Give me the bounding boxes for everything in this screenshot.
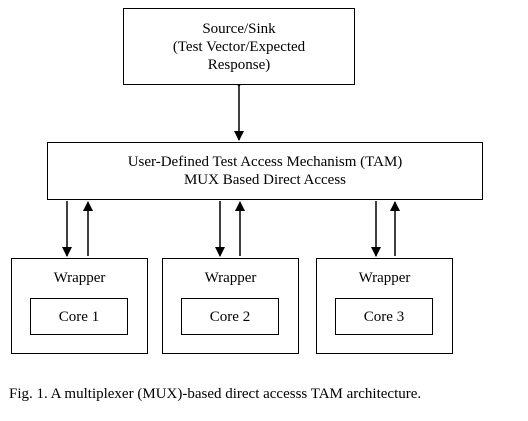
core-box-2: Core 2 [181, 298, 279, 335]
source-sink-box: Source/Sink (Test Vector/Expected Respon… [123, 8, 355, 85]
wrapper-box-1: Wrapper Core 1 [11, 258, 148, 354]
tam-line-1: User-Defined Test Access Mechanism (TAM) [127, 154, 403, 170]
source-line-2: (Test Vector/Expected [172, 38, 306, 55]
wrapper-label: Wrapper [358, 270, 411, 286]
source-line-3: Response) [207, 56, 271, 73]
wrapper-box-2: Wrapper Core 2 [162, 258, 299, 354]
core-box-1: Core 1 [30, 298, 128, 335]
wrapper-label: Wrapper [204, 270, 257, 286]
core-box-3: Core 3 [335, 298, 433, 335]
wrapper-label: Wrapper [53, 270, 106, 286]
tam-box: User-Defined Test Access Mechanism (TAM)… [47, 142, 483, 200]
source-line-1: Source/Sink [202, 20, 276, 37]
tam-line-2: MUX Based Direct Access [183, 172, 347, 188]
wrapper-box-3: Wrapper Core 3 [316, 258, 453, 354]
figure-caption: Fig. 1. A multiplexer (MUX)-based direct… [9, 386, 422, 402]
